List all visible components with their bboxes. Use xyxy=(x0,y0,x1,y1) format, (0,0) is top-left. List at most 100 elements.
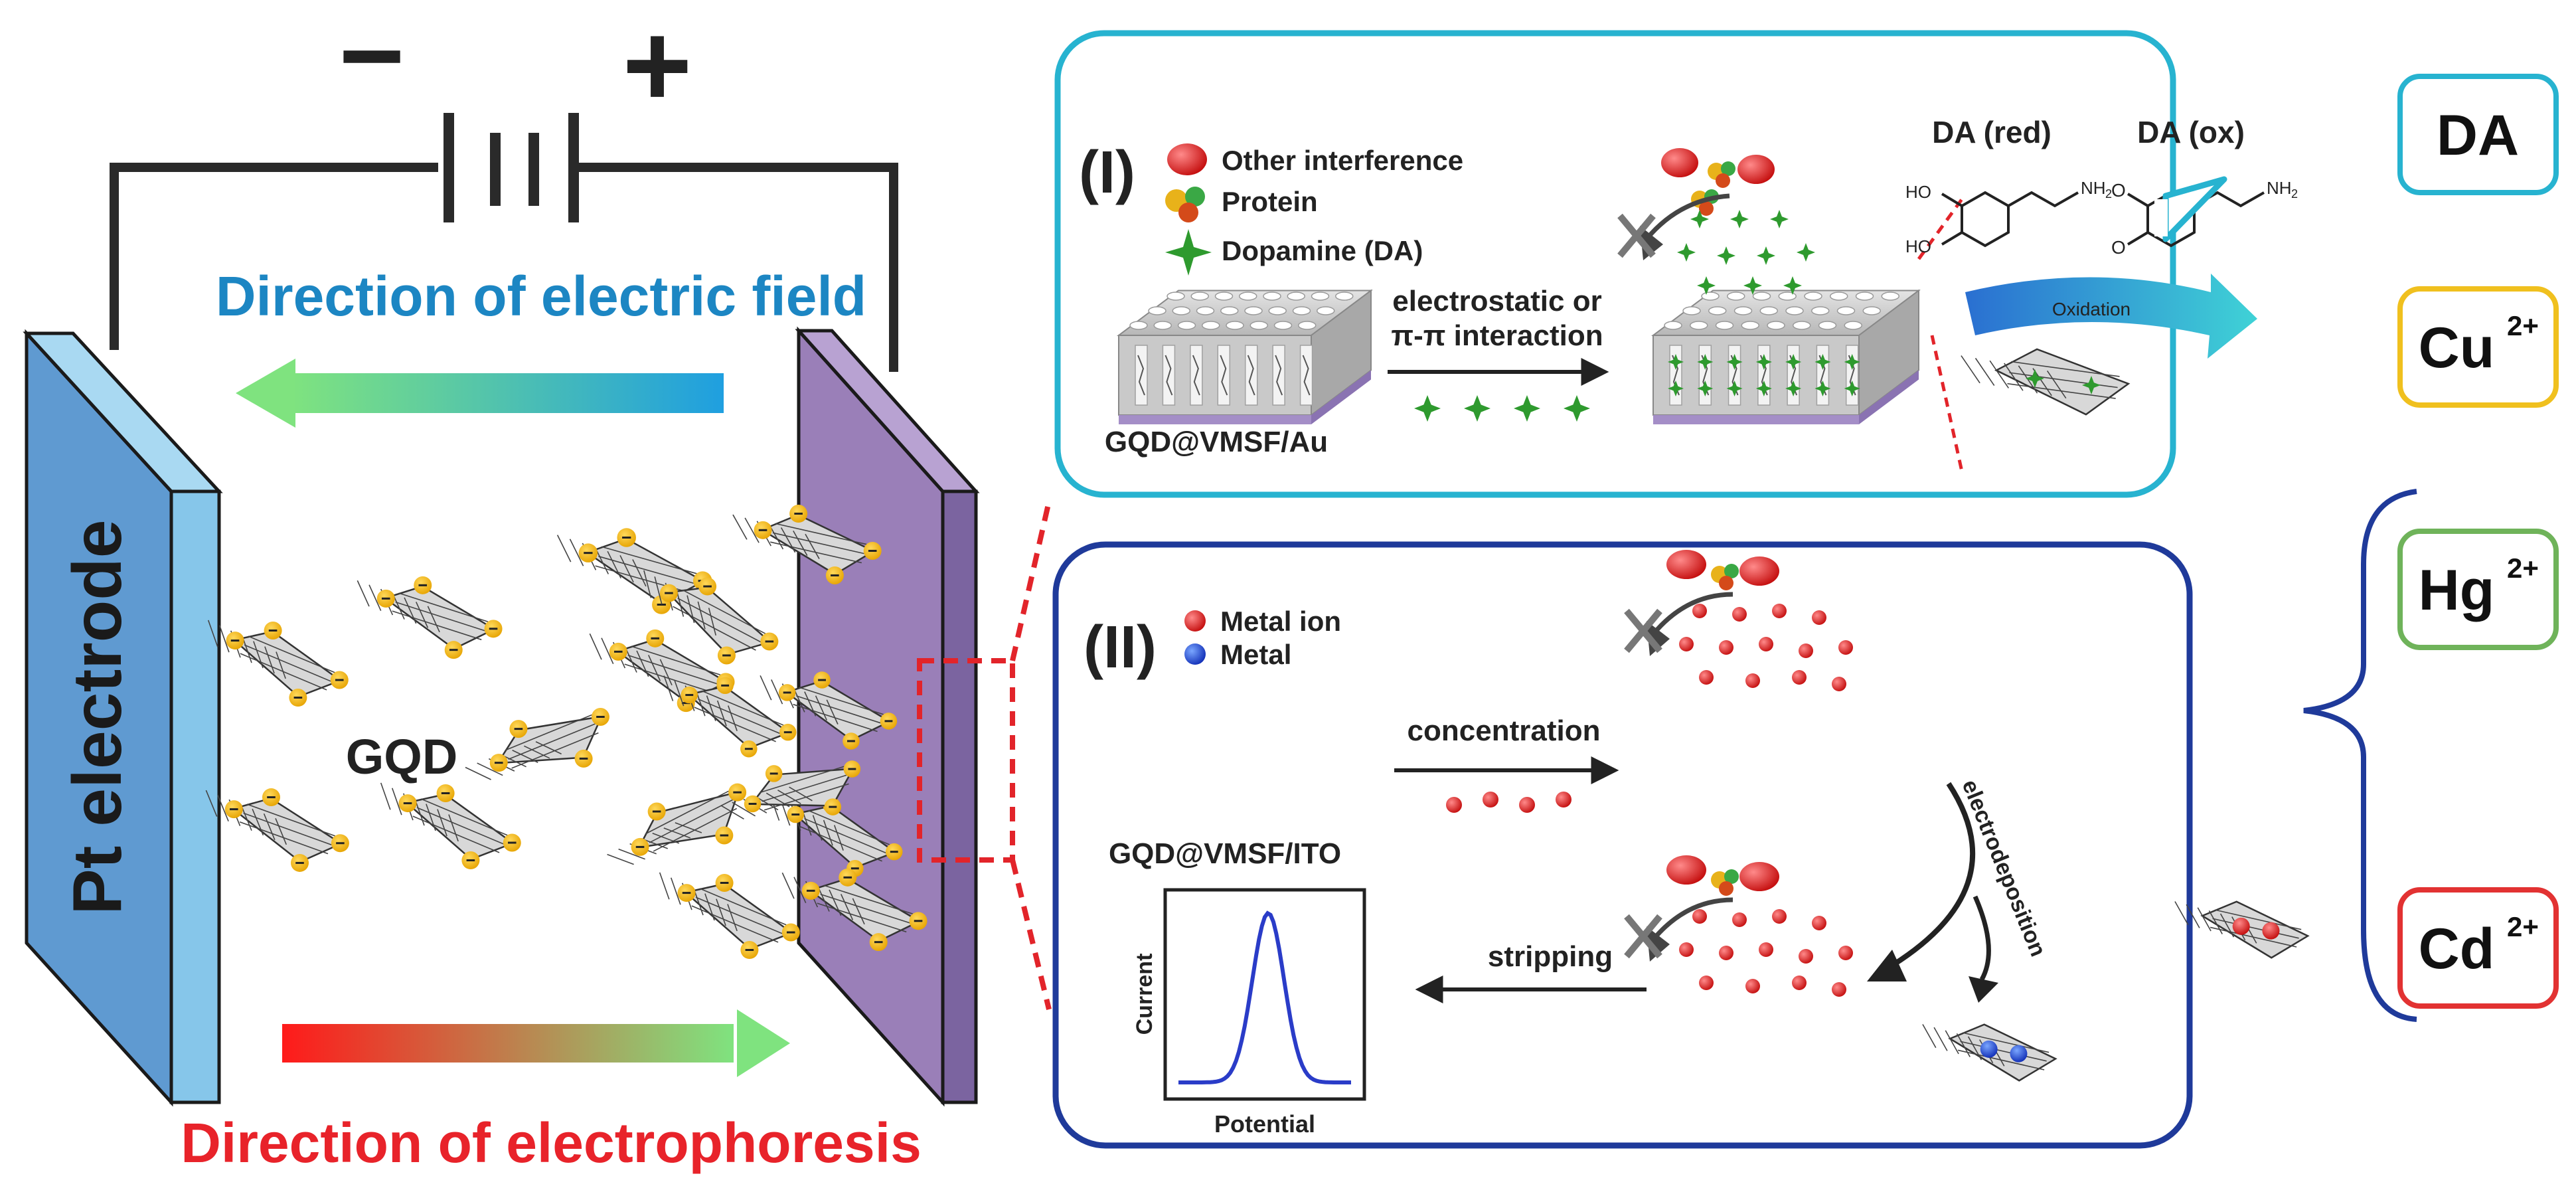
metal-ion xyxy=(1446,797,1462,813)
negative-charge xyxy=(289,689,307,707)
metal-ion-icon xyxy=(1184,610,1206,632)
negative-charge xyxy=(445,641,463,659)
negative-charge xyxy=(825,798,842,815)
quinone-o-label: O xyxy=(2111,237,2126,258)
da-red-label: DA (red) xyxy=(1932,115,2052,149)
negative-charge xyxy=(910,912,927,930)
negative-charge xyxy=(579,543,598,562)
legend-metal: Metal xyxy=(1220,639,1291,670)
negative-charge xyxy=(399,794,417,812)
negative-charge xyxy=(485,620,503,638)
electric-field-arrow xyxy=(236,359,724,428)
concentration-label: concentration xyxy=(1408,715,1601,747)
battery-plate xyxy=(568,113,579,222)
battery-plate xyxy=(443,113,454,222)
negative-charge xyxy=(715,826,733,844)
negative-charge xyxy=(880,713,898,730)
negative-charge xyxy=(262,788,280,806)
zoom-line-bottom xyxy=(1012,860,1049,1009)
battery-minus-sign: − xyxy=(339,0,404,119)
legend-protein: Protein xyxy=(1222,186,1318,217)
zoom-line-top xyxy=(1012,501,1049,661)
negative-charge xyxy=(414,576,432,594)
negative-charge xyxy=(592,708,609,726)
negative-charge xyxy=(813,671,831,688)
legend-metal-ion: Metal ion xyxy=(1220,606,1341,637)
negative-charge xyxy=(843,732,860,750)
negative-charge xyxy=(765,765,783,782)
negative-charge xyxy=(226,632,244,649)
analyte-label: Cd xyxy=(2419,917,2495,981)
oh-label: HO xyxy=(1905,236,1931,256)
interaction-label-line2: π-π interaction xyxy=(1391,319,1603,352)
electric-field-label: Direction of electric field xyxy=(216,265,866,327)
metal-ion xyxy=(1483,792,1498,808)
interaction-label-line1: electrostatic or xyxy=(1392,285,1601,317)
negative-charge xyxy=(839,869,856,887)
negative-charge xyxy=(575,750,593,768)
pt-electrode-label: Pt electrode xyxy=(59,519,136,914)
negative-charge xyxy=(678,884,696,902)
panel-i-numeral: (I) xyxy=(1079,139,1135,206)
negative-charge xyxy=(718,646,736,664)
battery-plate xyxy=(528,133,539,206)
gqd-sheet xyxy=(595,761,767,894)
analyte-box-cd: Cd 2+ xyxy=(2400,890,2556,1006)
analyte-box-cu: Cu 2+ xyxy=(2400,289,2556,405)
da-ox-label: DA (ox) xyxy=(2137,115,2245,149)
negative-charge xyxy=(681,687,698,704)
legend-dopamine: Dopamine (DA) xyxy=(1222,235,1423,266)
panel-ii-substrate-label: GQD@VMSF/ITO xyxy=(1109,837,1341,870)
negative-charge xyxy=(646,630,664,647)
negative-charge xyxy=(716,677,734,695)
negative-charge xyxy=(886,843,903,861)
electrophoresis-arrow xyxy=(282,1009,790,1077)
gqd-label: GQD xyxy=(346,729,458,784)
negative-charge xyxy=(631,838,649,856)
electrophoresis-label: Direction of electrophoresis xyxy=(181,1112,922,1174)
negative-charge xyxy=(698,578,716,596)
vmsf-substrate xyxy=(1119,291,1371,425)
interference-icon xyxy=(1167,143,1207,175)
analyte-label: DA xyxy=(2437,104,2519,167)
negative-charge xyxy=(754,521,772,539)
voltammogram-xlabel: Potential xyxy=(1214,1110,1315,1138)
gqd-sheet xyxy=(343,553,514,675)
negative-charge xyxy=(716,874,734,892)
stripping-label: stripping xyxy=(1488,940,1613,973)
analyte-charge: 2+ xyxy=(2507,310,2539,341)
stripping-voltammogram xyxy=(1165,890,1364,1099)
negative-charge xyxy=(802,882,820,900)
analyte-charge: 2+ xyxy=(2507,911,2539,942)
metal-icon xyxy=(1184,643,1206,665)
negative-charge xyxy=(779,724,797,741)
analyte-label: Hg xyxy=(2419,558,2495,622)
voltammogram-ylabel: Current xyxy=(1132,954,1157,1035)
negative-charge xyxy=(377,590,395,608)
negative-charge xyxy=(870,933,888,951)
analyte-box-da: DA xyxy=(2400,76,2556,193)
negative-charge xyxy=(609,643,627,661)
gqd-sheet xyxy=(641,845,814,978)
battery-plus-sign: + xyxy=(622,0,692,132)
battery-circuit xyxy=(114,113,894,372)
nh2-label: NH xyxy=(2267,178,2292,198)
battery-plate xyxy=(490,133,501,206)
negative-charge xyxy=(844,760,861,778)
negative-charge xyxy=(826,566,844,584)
negative-charge xyxy=(509,720,527,738)
negative-charge xyxy=(490,754,508,772)
oh-label: HO xyxy=(1905,182,1931,202)
negative-charge xyxy=(740,740,758,758)
negative-charge xyxy=(782,923,800,941)
negative-charge xyxy=(660,584,678,602)
negative-charge xyxy=(437,784,455,802)
negative-charge xyxy=(264,622,282,639)
negative-charge xyxy=(744,796,762,813)
analyte-label: Cu xyxy=(2419,316,2495,380)
metal-ion xyxy=(1556,792,1571,808)
